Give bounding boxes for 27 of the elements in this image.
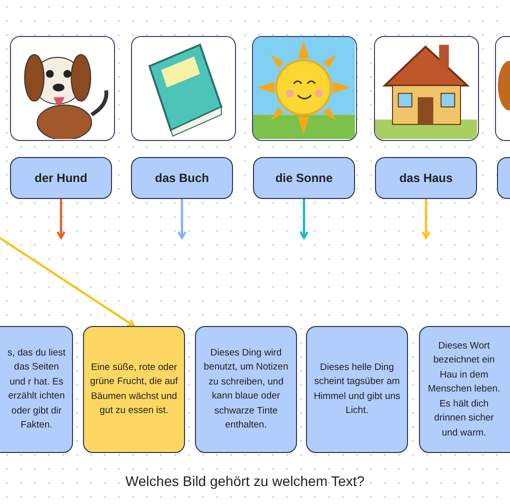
description-text: s, das du liest das Seiten und r hat. Es erzählt ichten oder gibt dir Fakten. xyxy=(6,346,67,432)
word-card xyxy=(131,157,233,199)
description-text: Dieses helle Ding scheint tagsüber am Himmel und gibt uns Licht. xyxy=(312,360,402,418)
word-card xyxy=(375,157,477,199)
text-card xyxy=(195,326,297,453)
word-label: der Hund xyxy=(34,171,88,185)
word-card xyxy=(253,157,355,199)
word-label: die Sonne xyxy=(274,171,334,185)
description-text: Dieses Ding wird benutzt, um Notizen zu schreiben, und kann blaue oder schwarze Tinte enthalten. xyxy=(202,346,290,432)
word-label: das Haus xyxy=(398,171,454,185)
word-card xyxy=(10,157,112,199)
question-caption: Welches Bild gehört zu welchem Text? xyxy=(124,473,366,489)
description-text: Dieses Wort bezeichnet ein Hau in dem Menschen leben. Es hält dich drinnen sicher und warm. xyxy=(426,338,502,440)
book-drawing xyxy=(131,36,236,141)
dog-drawing xyxy=(10,36,115,141)
arrow xyxy=(422,199,430,239)
sun-drawing xyxy=(252,36,357,141)
text-card xyxy=(419,326,510,453)
description-text: Eine süße, rote oder grüne Frucht, die auf Bäumen wächst und gut zu essen ist. xyxy=(89,360,179,418)
arrow xyxy=(178,199,186,239)
word-label: das Buch xyxy=(154,171,210,185)
house-drawing xyxy=(374,36,479,141)
text-card xyxy=(83,326,185,453)
arrow xyxy=(0,237,135,327)
arrow xyxy=(300,199,308,239)
text-card xyxy=(306,326,408,453)
arrow xyxy=(56,199,66,239)
